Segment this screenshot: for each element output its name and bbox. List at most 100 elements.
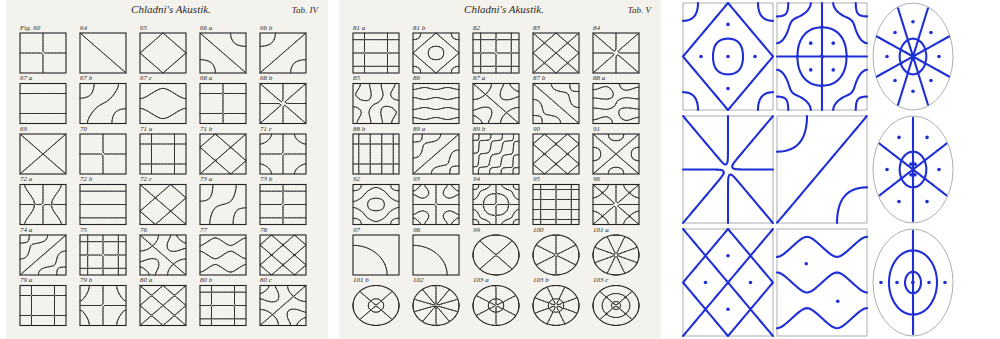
square-plate	[20, 185, 66, 225]
nodal-line	[353, 134, 399, 174]
nodal-line	[80, 33, 126, 73]
square-plate	[20, 33, 66, 73]
plate-figure	[260, 33, 306, 73]
nodal-line	[413, 245, 447, 275]
figure-number: 81 a	[353, 24, 365, 32]
nodal-line	[140, 134, 186, 174]
antinode-dot	[927, 281, 931, 285]
figure-number: 67 a	[20, 74, 32, 82]
plate-figure	[140, 235, 186, 275]
plate-figure	[140, 286, 186, 326]
plate-figure	[873, 116, 953, 223]
square-plate	[80, 33, 126, 73]
plate-figure	[777, 3, 867, 110]
nodal-line	[200, 286, 246, 326]
nodal-line	[533, 134, 578, 173]
nodal-line	[260, 286, 306, 326]
square-plate	[200, 235, 246, 275]
plate-figure	[533, 286, 579, 326]
plate-figure	[533, 235, 579, 275]
nodal-line	[200, 134, 246, 174]
antinode-dot	[909, 162, 913, 166]
figure-number: 101 a	[593, 226, 609, 234]
plate-figure	[200, 33, 246, 73]
figure-number: 100	[533, 226, 544, 234]
nodal-line	[413, 88, 459, 120]
antinode-dot	[885, 55, 889, 59]
figure-number: 69	[20, 125, 27, 133]
square-plate	[593, 84, 639, 124]
antinode-dot	[893, 31, 897, 35]
figure-number: 89 a	[413, 125, 425, 133]
figure-number: 96	[593, 175, 600, 183]
nodal-line	[593, 235, 639, 275]
square-plate	[200, 33, 246, 73]
nodal-line	[20, 134, 66, 174]
plate-figure	[593, 286, 639, 326]
plate-figure	[353, 33, 399, 73]
nodal-line	[200, 84, 246, 124]
square-plate	[473, 134, 519, 174]
figure-number: 88 a	[593, 74, 605, 82]
square-plate	[200, 84, 246, 124]
square-plate	[593, 134, 639, 174]
square-plate	[140, 286, 186, 326]
square-plate	[413, 134, 459, 174]
figure-number: 75	[80, 226, 87, 234]
plate-figure	[353, 286, 399, 326]
book-page	[6, 0, 328, 339]
nodal-line	[473, 134, 519, 174]
plate-figure	[533, 134, 579, 174]
square-plate	[140, 235, 186, 275]
circular-plate	[473, 286, 519, 326]
nodal-line	[889, 231, 937, 334]
antinode-dot	[913, 162, 917, 166]
plate-figure	[140, 134, 186, 174]
square-plate	[777, 3, 867, 110]
figure-number: 64	[80, 24, 87, 32]
square-plate	[140, 84, 186, 124]
nodal-line	[353, 185, 399, 225]
figure-number: 73 a	[200, 175, 212, 183]
antinode-dot	[885, 168, 889, 172]
nodal-line	[593, 185, 639, 225]
plate-figure	[533, 33, 579, 73]
plate-figure	[593, 235, 639, 275]
plate-figure	[140, 33, 186, 73]
square-plate	[413, 84, 459, 124]
figure-number: 99	[473, 226, 480, 234]
figure-number: 77	[200, 226, 207, 234]
antinode-dot	[911, 281, 915, 285]
circular-plate	[533, 286, 579, 326]
plate-figure	[353, 134, 399, 174]
nodal-line	[140, 235, 186, 275]
square-plate	[353, 235, 399, 275]
square-plate	[20, 134, 66, 174]
plate-number: Tab. IV	[292, 5, 318, 15]
square-plate	[260, 185, 306, 225]
figure-number: 85	[353, 74, 360, 82]
nodal-line	[200, 185, 246, 225]
plate-figure	[20, 286, 66, 326]
square-plate	[413, 185, 459, 225]
circular-plate	[593, 235, 639, 275]
plate-figure	[200, 286, 246, 326]
nodal-line	[413, 286, 459, 326]
nodal-line	[140, 185, 186, 225]
antinode-dot	[911, 89, 915, 93]
antinode-dot	[704, 281, 708, 285]
antinode-dot	[893, 79, 897, 83]
figure-number: 74 a	[20, 226, 32, 234]
antinode-dot	[753, 55, 757, 59]
figure-number: 67 c	[140, 74, 152, 82]
nodal-line	[413, 134, 459, 174]
nodal-line	[473, 286, 519, 326]
square-plate	[593, 185, 639, 225]
figure-number: 78	[260, 226, 267, 234]
plate-figure	[260, 84, 306, 124]
nodal-line	[20, 94, 66, 114]
figure-number: 86	[413, 74, 420, 82]
antinode-dot	[913, 173, 917, 177]
antinode-dot	[836, 299, 840, 303]
square-plate	[260, 84, 306, 124]
